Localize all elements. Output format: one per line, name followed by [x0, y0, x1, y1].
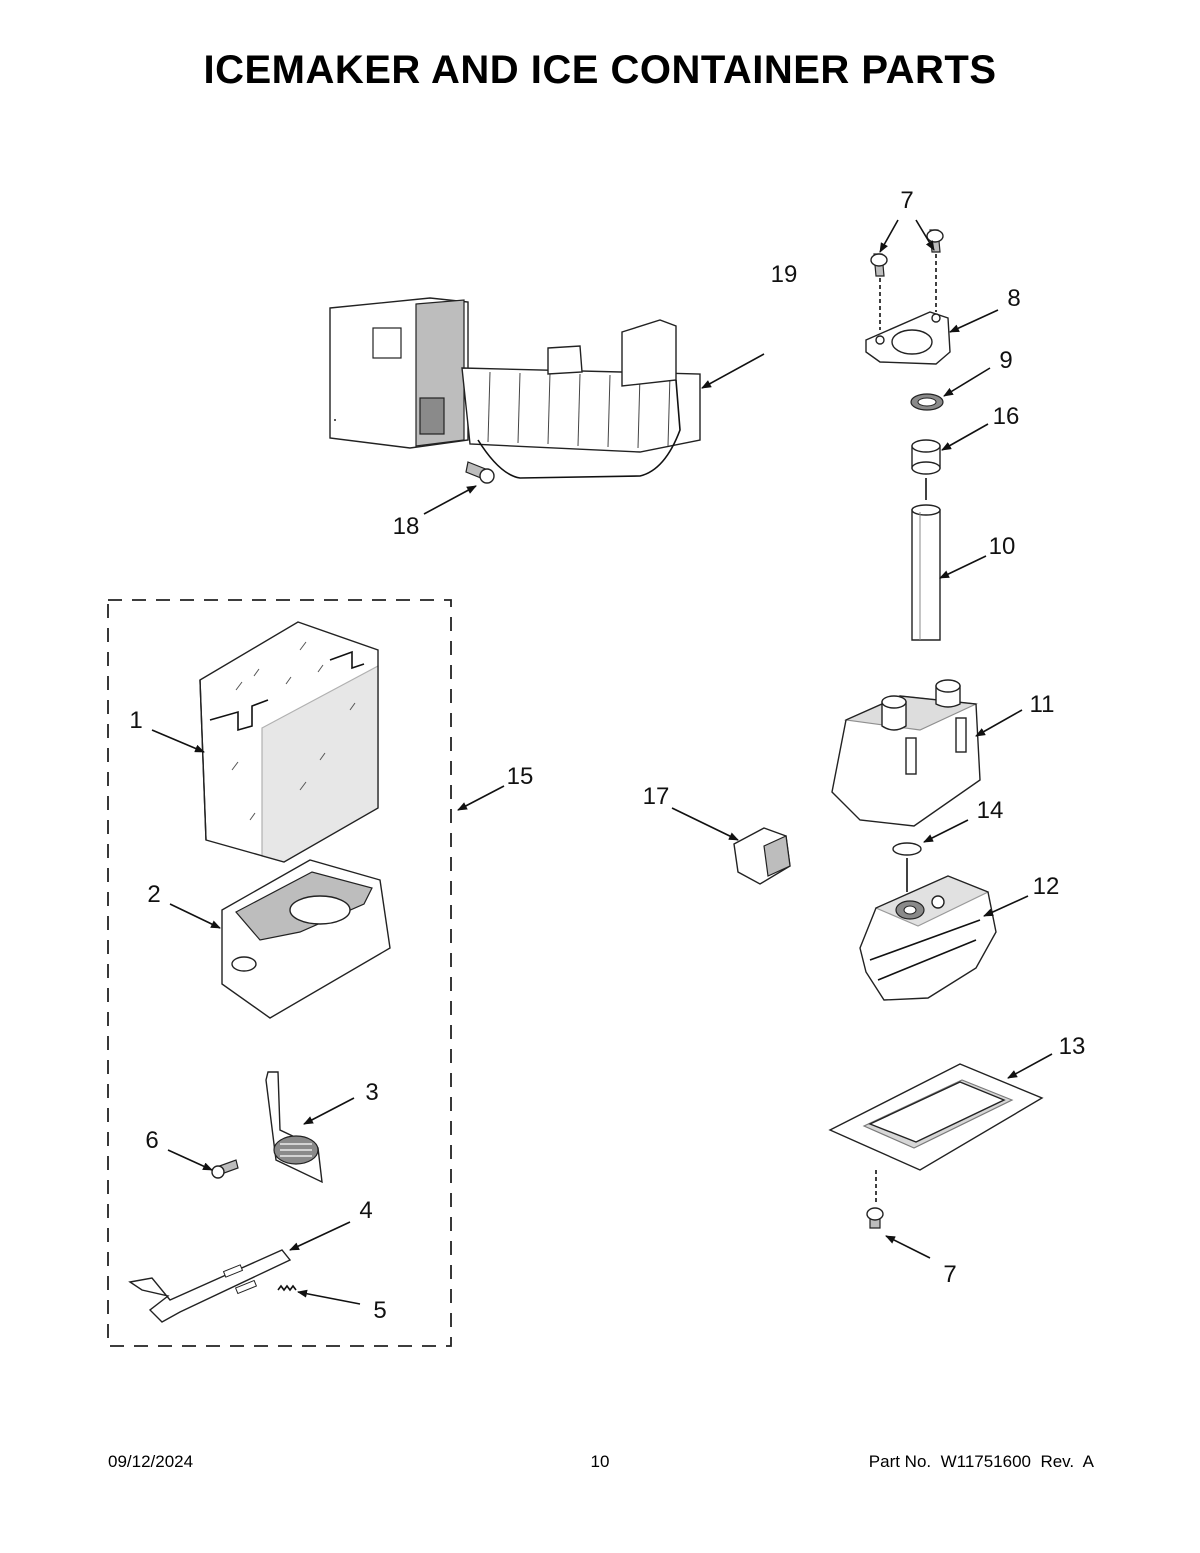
callout-19: 19	[771, 261, 798, 288]
callout-17: 17	[643, 783, 670, 810]
callout-12: 12	[1033, 873, 1060, 900]
callout-6: 6	[145, 1127, 158, 1154]
callout-13: 13	[1059, 1033, 1086, 1060]
icemaker-assembly	[329, 297, 701, 479]
lever-4	[128, 1249, 292, 1323]
callout-labels: 7 8 9 16 10 11 14 12 13 7 19 18 17 15 1 …	[129, 187, 1085, 1324]
screw-18	[465, 461, 495, 484]
page-title: ICEMAKER AND ICE CONTAINER PARTS	[203, 48, 997, 92]
shaft-10	[911, 504, 941, 641]
screw-7-bottom	[866, 1170, 884, 1229]
footer-part-number: Part No. W11751600 Rev. A	[868, 1452, 1094, 1471]
bracket-3	[265, 1071, 323, 1184]
callout-10: 10	[989, 533, 1016, 560]
switch-17	[733, 827, 791, 885]
leader-arrows	[151, 219, 1053, 1305]
ice-bucket-base	[221, 859, 391, 1019]
callout-16: 16	[993, 403, 1020, 430]
callout-1: 1	[129, 707, 142, 734]
washer-14	[892, 842, 922, 856]
motor-12	[859, 875, 997, 1001]
assembly-15-outline	[107, 599, 452, 1347]
callout-18: 18	[393, 513, 420, 540]
bracket-plate-8	[865, 311, 951, 365]
gasket-13	[828, 1063, 1044, 1171]
callout-14: 14	[977, 797, 1004, 824]
callout-11: 11	[1030, 691, 1055, 718]
screw-6	[211, 1159, 239, 1179]
callout-7-top: 7	[900, 187, 913, 214]
footer-date: 09/12/2024	[108, 1452, 194, 1471]
callout-8: 8	[1007, 285, 1020, 312]
callout-15: 15	[507, 763, 534, 790]
screws-7-top	[870, 229, 944, 330]
callout-4: 4	[359, 1197, 372, 1224]
callout-5: 5	[373, 1297, 386, 1324]
footer-page-number: 10	[590, 1452, 610, 1471]
spring-5	[277, 1284, 297, 1292]
ice-bucket	[199, 621, 379, 863]
bushing-16	[911, 439, 941, 500]
callout-7-bottom: 7	[943, 1261, 956, 1288]
callout-3: 3	[365, 1079, 378, 1106]
callout-9: 9	[999, 347, 1012, 374]
housing-11	[831, 679, 981, 827]
callout-2: 2	[147, 881, 160, 908]
washer-9	[910, 393, 944, 411]
